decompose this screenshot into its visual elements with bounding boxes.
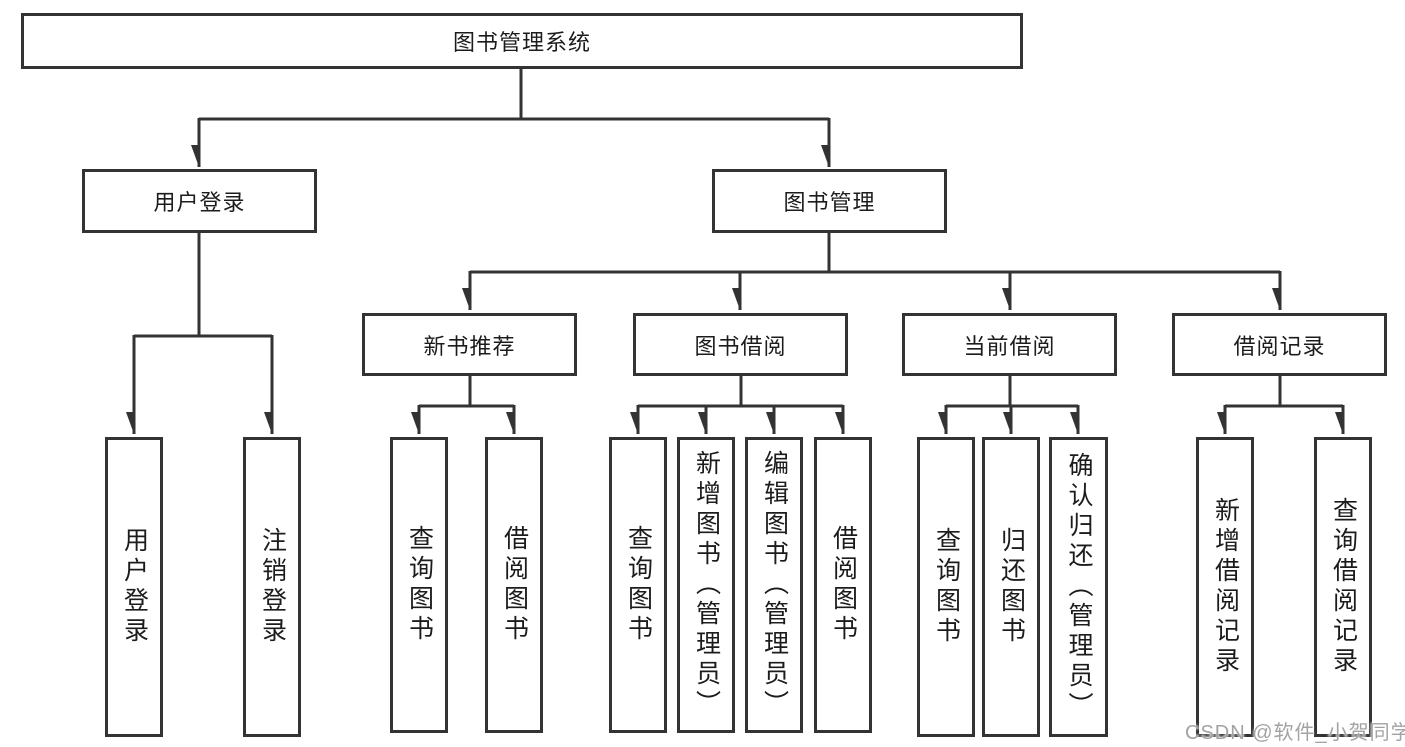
node-user-login: 用户登录: [82, 169, 317, 233]
node-label: 图书管理系统: [452, 30, 591, 55]
leaf-user-login: 用户登录: [105, 437, 163, 737]
leaf-label: 注销登录: [258, 527, 287, 647]
node-label: 图书管理: [783, 190, 876, 215]
leaf-label: 确认归还（管理员）: [1065, 452, 1093, 722]
node-current-borrowing: 当前借阅: [902, 313, 1117, 376]
node-book-management: 图书管理: [712, 169, 947, 233]
node-label: 新书推荐: [423, 333, 516, 359]
node-borrowing-records: 借阅记录: [1172, 313, 1387, 376]
leaf-label: 归还图书: [997, 527, 1026, 647]
node-label: 当前借阅: [963, 333, 1056, 359]
node-new-book-recommendation: 新书推荐: [362, 313, 577, 376]
leaf-label: 新增图书（管理员）: [692, 450, 721, 720]
node-label: 用户登录: [153, 190, 246, 215]
leaf-label: 查询借阅记录: [1329, 497, 1358, 677]
leaf-label: 借阅图书: [500, 525, 529, 645]
leaf-return-books: 归还图书: [982, 437, 1040, 737]
node-label: 借阅记录: [1233, 333, 1326, 359]
leaf-add-books-admin: 新增图书（管理员）: [677, 437, 735, 733]
leaf-confirm-return-admin: 确认归还（管理员）: [1049, 437, 1108, 737]
leaf-label: 查询图书: [932, 527, 961, 647]
leaf-logout: 注销登录: [243, 437, 301, 737]
leaf-label: 查询图书: [405, 525, 434, 645]
leaf-add-borrow-record: 新增借阅记录: [1196, 437, 1254, 737]
csdn-watermark: CSDN @软件_小贺同学: [1185, 722, 1405, 744]
leaf-edit-books-admin: 编辑图书（管理员）: [745, 437, 803, 733]
leaf-label: 用户登录: [120, 527, 149, 647]
leaf-label: 新增借阅记录: [1211, 497, 1240, 677]
leaf-query-books-borrowing: 查询图书: [609, 437, 667, 733]
node-label: 图书借阅: [694, 333, 787, 359]
leaf-borrow-books-borrowing: 借阅图书: [814, 437, 872, 733]
leaf-label: 编辑图书（管理员）: [760, 450, 789, 720]
leaf-label: 查询图书: [624, 525, 653, 645]
leaf-query-books-newbook: 查询图书: [390, 437, 448, 733]
leaf-query-borrow-record: 查询借阅记录: [1314, 437, 1372, 737]
node-library-management-system: 图书管理系统: [21, 13, 1023, 69]
leaf-borrow-books-newbook: 借阅图书: [485, 437, 543, 733]
leaf-label: 借阅图书: [829, 525, 858, 645]
leaf-query-books-current: 查询图书: [917, 437, 975, 737]
node-book-borrowing: 图书借阅: [633, 313, 848, 376]
